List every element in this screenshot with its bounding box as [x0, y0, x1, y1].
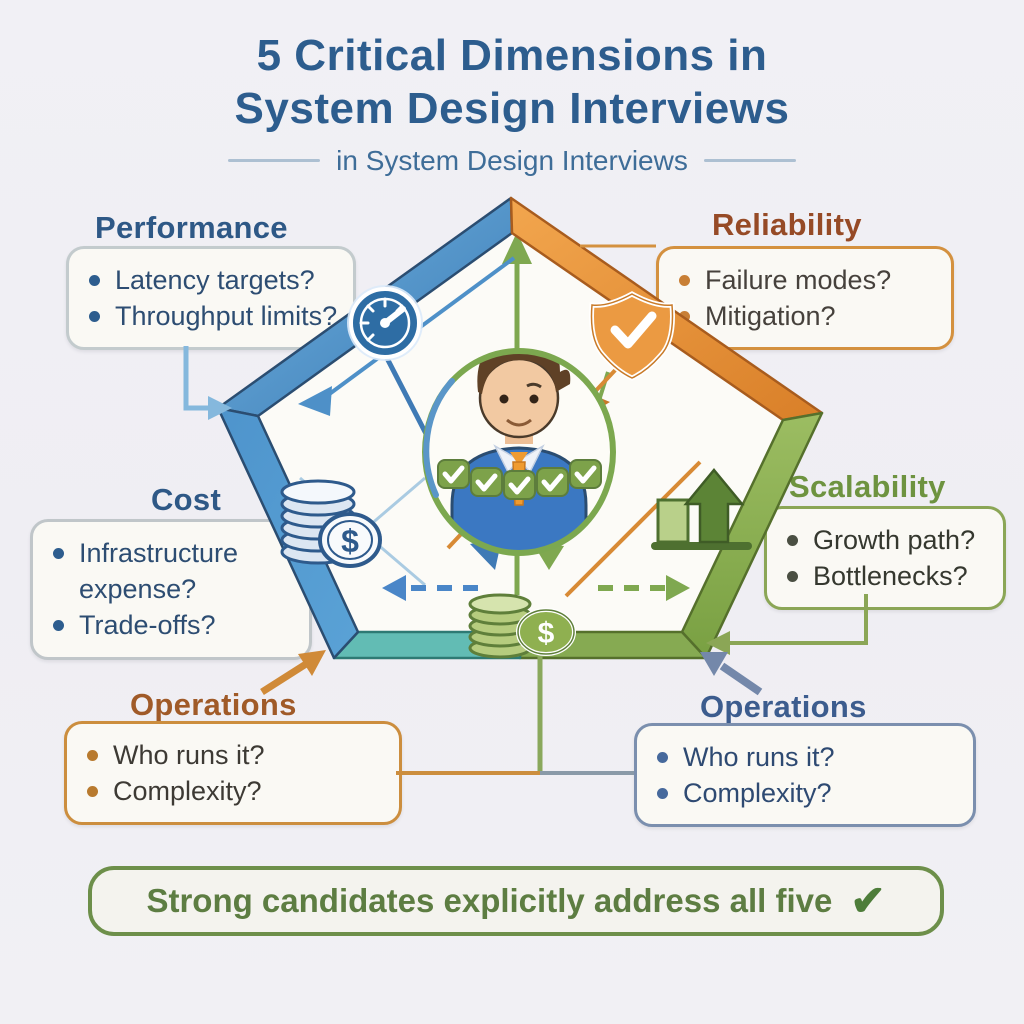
- card-cost: Infrastructure expense? Trade-offs?: [30, 519, 312, 660]
- bullet-item: Infrastructure expense?: [53, 535, 295, 607]
- checkmark-icon: ✔: [850, 877, 886, 924]
- heading-operations-right: Operations: [700, 689, 867, 724]
- bullet-item: Who runs it?: [657, 739, 959, 775]
- card-scalability: Growth path? Bottlenecks?: [764, 506, 1006, 611]
- subtitle-text: in System Design Interviews: [336, 144, 688, 176]
- heading-reliability: Reliability: [712, 207, 862, 242]
- heading-performance: Performance: [95, 210, 288, 245]
- card-operations-right: Who runs it? Complexity?: [634, 723, 976, 828]
- bullet-item: Bottlenecks?: [787, 558, 989, 594]
- title-line-2: System Design Interviews: [234, 83, 790, 133]
- bullet-item: Failure modes?: [679, 262, 937, 298]
- card-operations-left: Who runs it? Complexity?: [64, 721, 402, 826]
- card-reliability: Failure modes? Mitigation?: [656, 246, 954, 351]
- bullet-item: Complexity?: [87, 773, 385, 809]
- heading-scalability: Scalability: [789, 469, 946, 504]
- summary-banner: Strong candidates explicitly address all…: [88, 866, 944, 936]
- banner-text: Strong candidates explicitly address all…: [146, 882, 833, 919]
- heading-cost: Cost: [151, 482, 222, 517]
- page-title: 5 Critical Dimensions in System Design I…: [0, 30, 1024, 177]
- title-line-1: 5 Critical Dimensions in: [256, 31, 768, 80]
- subtitle: in System Design Interviews: [0, 145, 1024, 177]
- bullet-item: Who runs it?: [87, 737, 385, 773]
- bullet-item: Trade-offs?: [53, 607, 295, 643]
- bullet-item: Complexity?: [657, 775, 959, 811]
- bullet-item: Mitigation?: [679, 298, 937, 334]
- card-performance: Latency targets? Throughput limits?: [66, 246, 356, 351]
- subtitle-right-rule: [703, 159, 796, 163]
- heading-operations-left: Operations: [130, 687, 297, 722]
- bullet-item: Growth path?: [787, 522, 989, 558]
- bullet-item: Throughput limits?: [89, 298, 339, 334]
- subtitle-left-rule: [228, 159, 321, 163]
- bullet-item: Latency targets?: [89, 262, 339, 298]
